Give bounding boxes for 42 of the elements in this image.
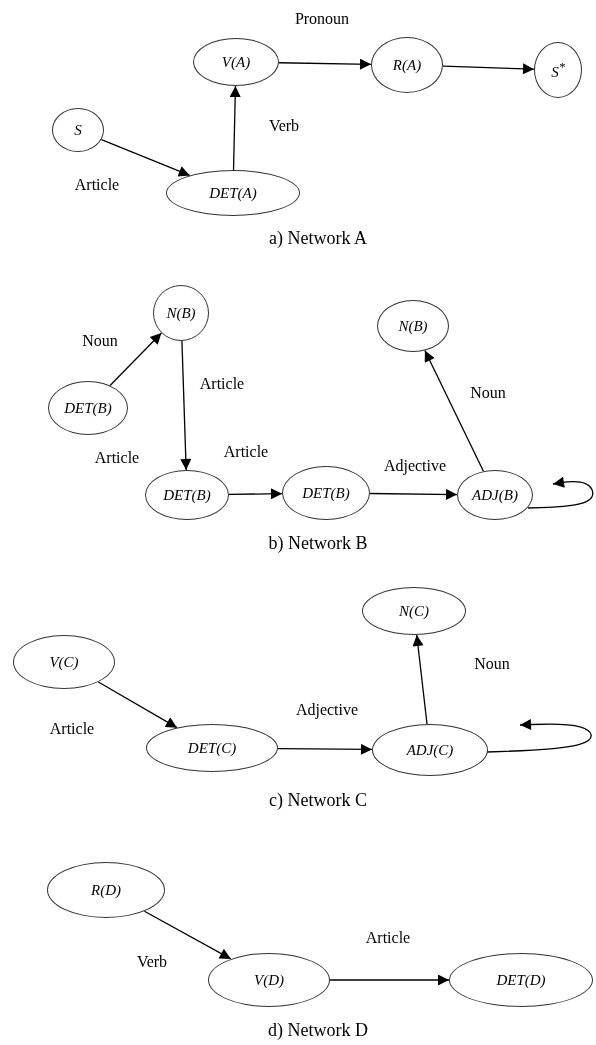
state-label: V(C) — [49, 653, 79, 671]
edge-label: Adjective — [381, 457, 449, 475]
state-label: V(D) — [254, 971, 284, 989]
state-label: DET(C) — [187, 739, 237, 757]
state-label: DET(B) — [163, 486, 211, 504]
arrow — [278, 58, 372, 70]
arrow — [442, 63, 535, 75]
figure-caption: c) Network C — [267, 789, 369, 811]
arrow — [424, 349, 485, 472]
arrow — [277, 743, 373, 755]
arrow — [486, 719, 592, 753]
figure-caption: a) Network A — [267, 227, 369, 249]
state-label: DET(B) — [302, 484, 350, 502]
state-label: N(B) — [398, 317, 428, 335]
arrow — [369, 488, 458, 500]
state-label: R(D) — [91, 881, 121, 899]
edge-label: Adjective — [293, 701, 361, 719]
state-label: DET(A) — [209, 184, 257, 202]
state-ellipse — [534, 42, 582, 98]
arrow — [143, 910, 232, 960]
state-label: ADJ(B) — [472, 486, 518, 504]
state-ellipse — [52, 108, 104, 152]
arrow — [97, 681, 178, 729]
arrow — [329, 974, 450, 986]
state-ellipse — [153, 285, 209, 341]
arrow — [229, 85, 241, 171]
state-label: S — [74, 121, 82, 139]
arrow — [109, 332, 163, 387]
state-label: ADJ(C) — [406, 741, 454, 759]
arrow — [180, 340, 192, 471]
arrow — [100, 138, 191, 177]
arrow — [412, 634, 428, 725]
state-label: R(A) — [392, 56, 422, 74]
state-label: N(B) — [166, 304, 196, 322]
state-label: DET(B) — [64, 399, 112, 417]
state-label: V(A) — [221, 53, 251, 71]
arrow — [228, 488, 283, 500]
state-label: S$^{*}$ — [551, 59, 565, 81]
state-label: DET(D) — [496, 971, 546, 989]
figure-caption: b) Network B — [266, 532, 370, 554]
figure-caption: d) Network D — [266, 1019, 370, 1041]
state-label: N(C) — [399, 602, 429, 620]
